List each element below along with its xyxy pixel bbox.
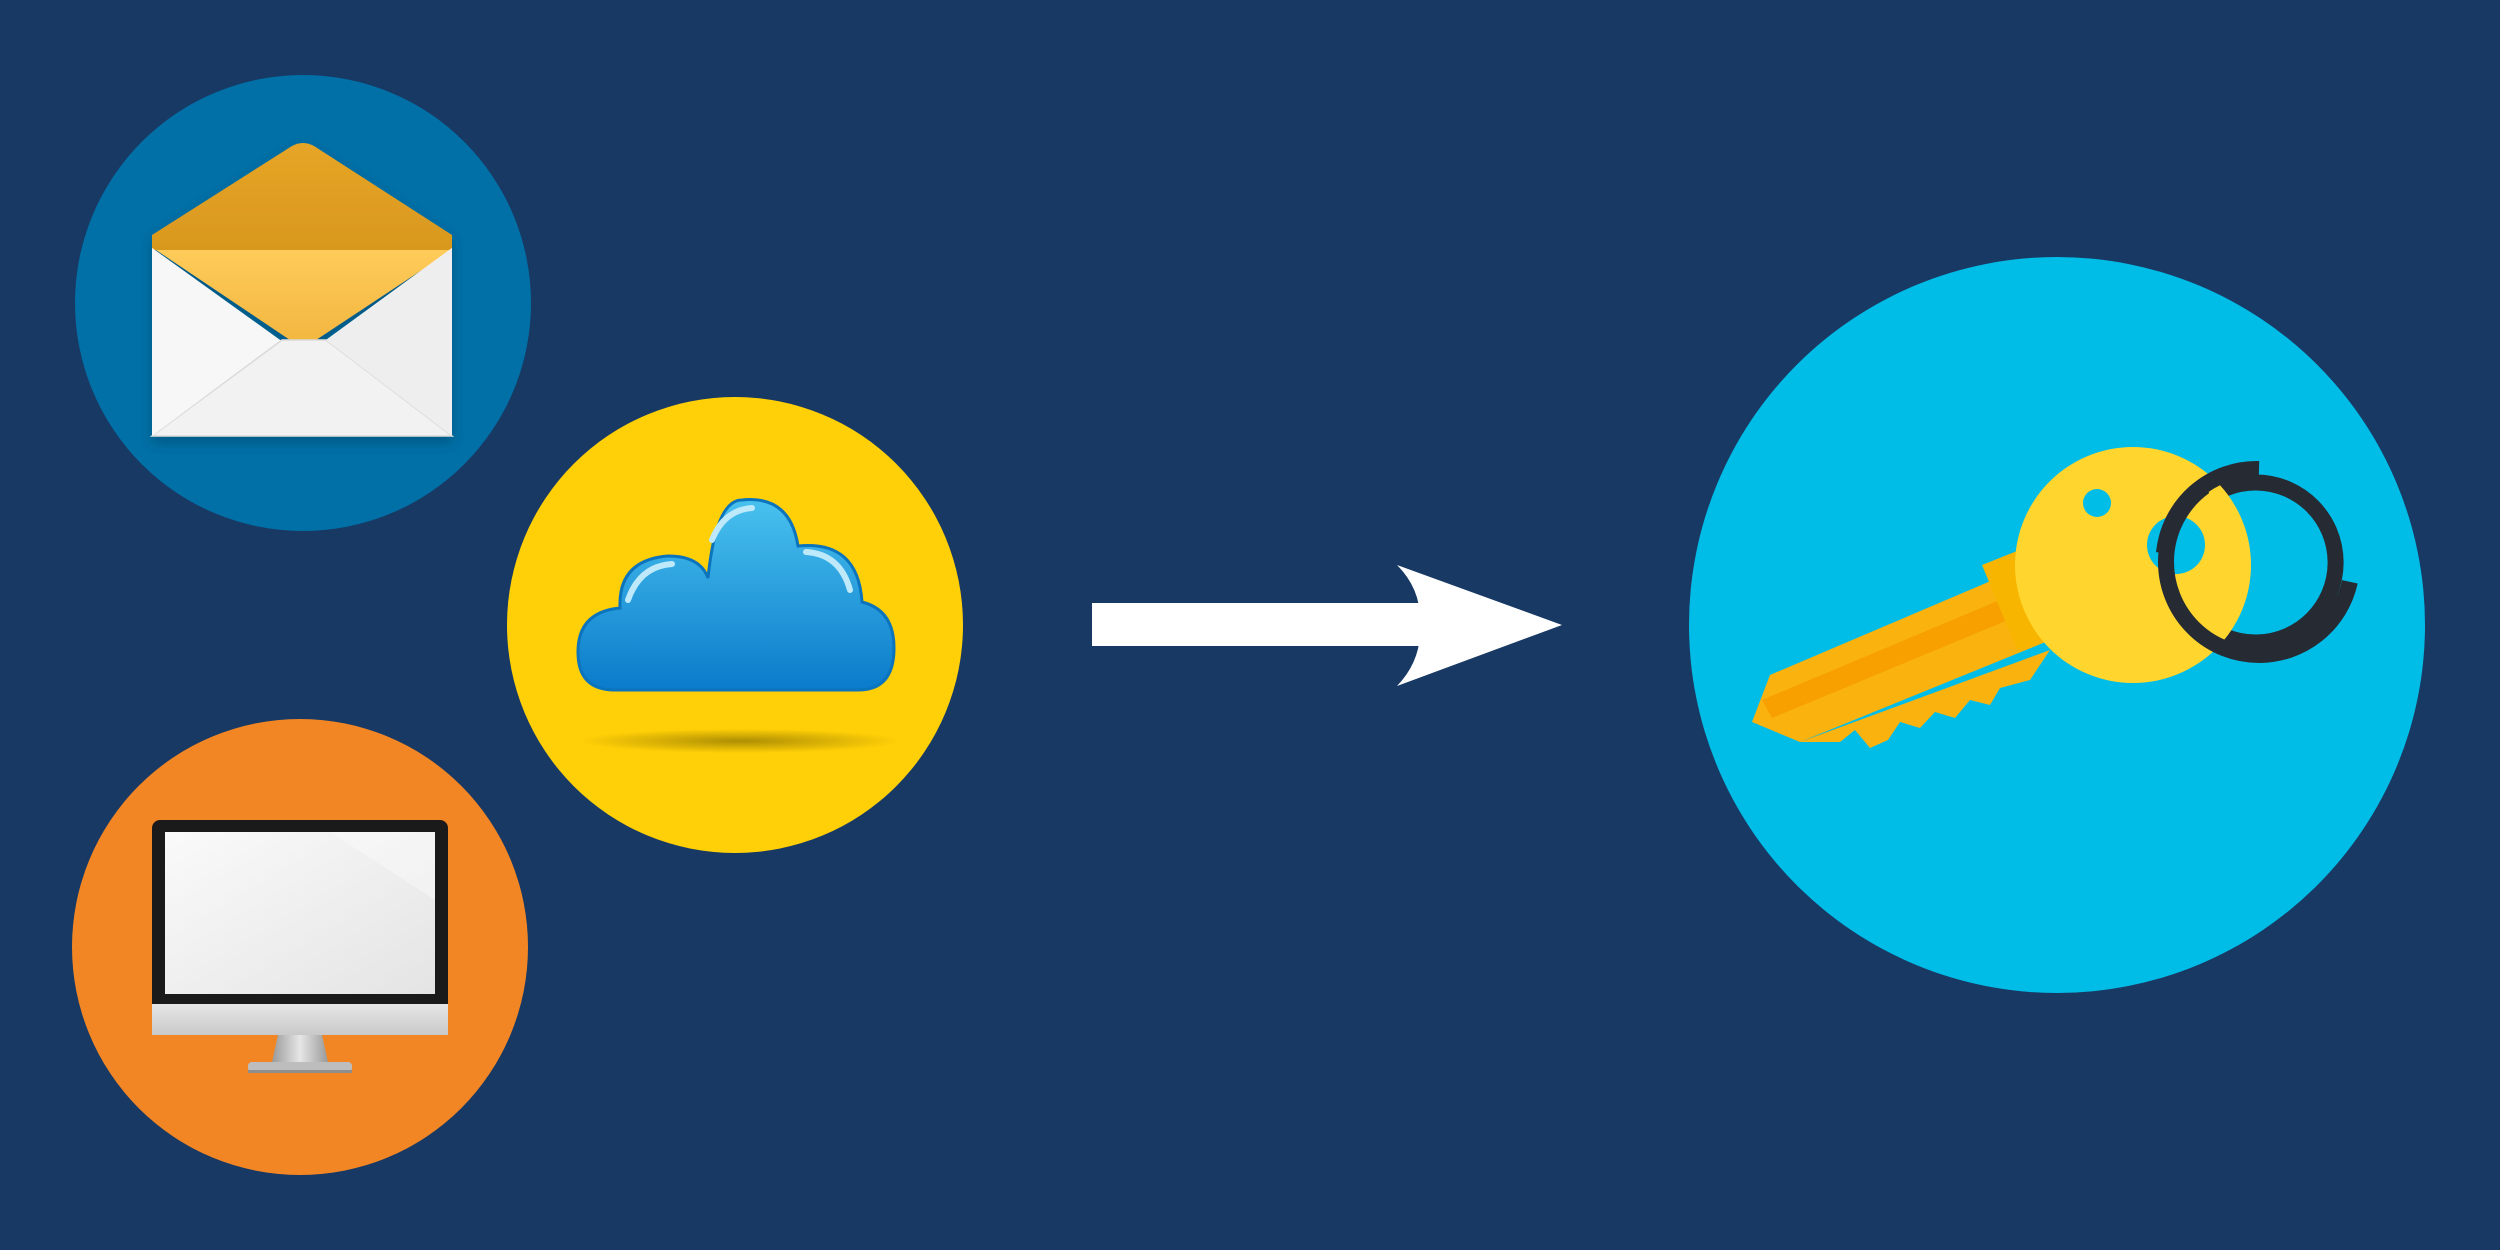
arrow-right-icon [1092,565,1562,686]
key-icon [1752,447,2360,748]
cloud-shadow [580,729,900,753]
key-node [1689,257,2425,993]
envelope-icon [149,143,455,437]
monitor-icon [152,820,448,1073]
computer-node [72,719,528,1175]
cloud-node [507,397,963,853]
cloud-icon [576,498,896,692]
email-node [75,75,531,531]
